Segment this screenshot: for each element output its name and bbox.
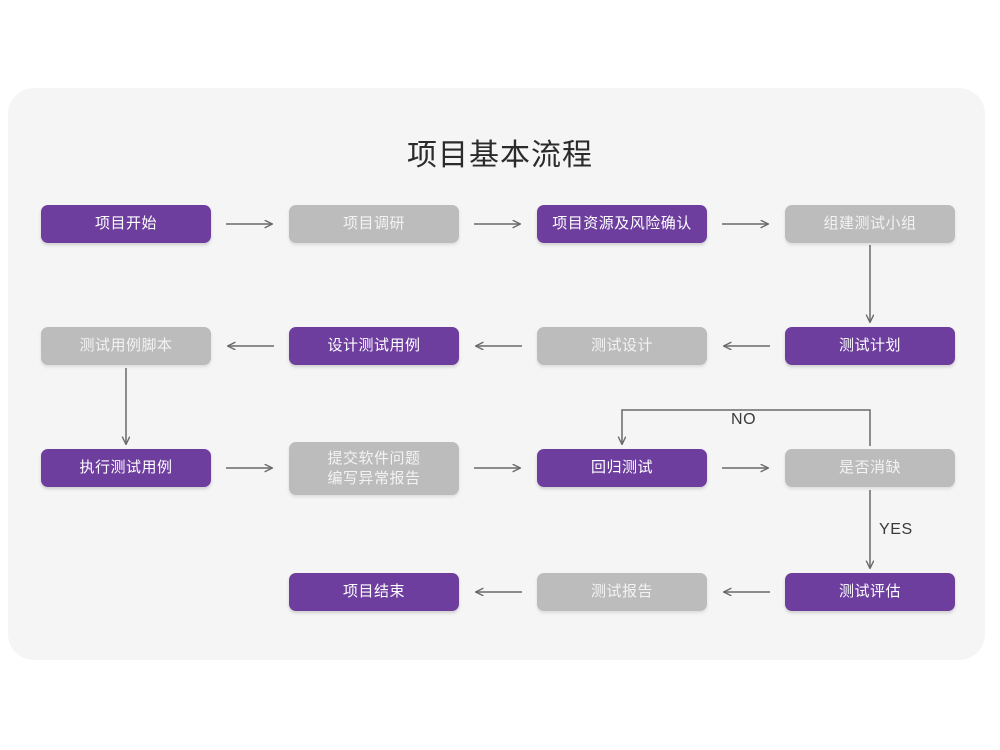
loop-label-yes: YES (879, 521, 913, 538)
node-resource-risk-confirm[interactable]: 项目资源及风险确认 (537, 205, 707, 243)
node-test-case-script[interactable]: 测试用例脚本 (41, 327, 211, 365)
node-test-plan[interactable]: 测试计划 (785, 327, 955, 365)
node-build-test-team[interactable]: 组建测试小组 (785, 205, 955, 243)
node-regression-test[interactable]: 回归测试 (537, 449, 707, 487)
loop-label-no: NO (731, 411, 757, 428)
node-design-test-case[interactable]: 设计测试用例 (289, 327, 459, 365)
node-test-report[interactable]: 测试报告 (537, 573, 707, 611)
node-project-research[interactable]: 项目调研 (289, 205, 459, 243)
node-defect-resolved[interactable]: 是否消缺 (785, 449, 955, 487)
node-execute-test-case[interactable]: 执行测试用例 (41, 449, 211, 487)
node-project-end[interactable]: 项目结束 (289, 573, 459, 611)
flowchart-panel (8, 88, 985, 660)
node-project-start[interactable]: 项目开始 (41, 205, 211, 243)
node-test-evaluation[interactable]: 测试评估 (785, 573, 955, 611)
node-test-design[interactable]: 测试设计 (537, 327, 707, 365)
node-submit-defect-report[interactable]: 提交软件问题 编写异常报告 (289, 442, 459, 495)
page-title: 项目基本流程 (407, 139, 593, 172)
